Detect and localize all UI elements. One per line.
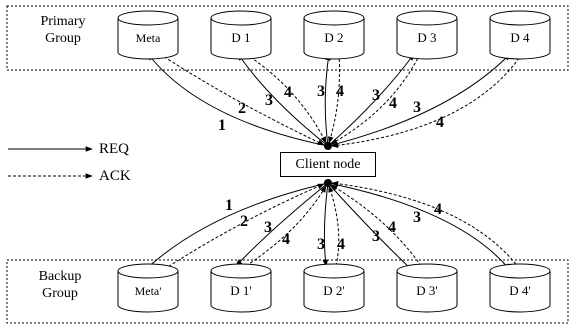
primary-group-label-line2: Group bbox=[45, 31, 81, 46]
req-arrow-primary-d3 bbox=[327, 53, 415, 147]
backup-disk-d3: D 3' bbox=[396, 263, 458, 313]
step-label-backup-d3-1: 4 bbox=[388, 219, 396, 236]
step-label-backup-d1-0: 3 bbox=[264, 219, 272, 236]
backup-group-label: Backup Group bbox=[18, 268, 102, 302]
step-label-primary-d4-1: 4 bbox=[436, 114, 444, 131]
disks-layer: Meta D 1 D 2 D 3 D 4 Meta' D 1' D 2' D 3' D 4' bbox=[117, 10, 551, 313]
step-label-primary-d4-0: 3 bbox=[413, 99, 421, 116]
primary-disk-d3: D 3 bbox=[396, 10, 458, 60]
step-label-backup-meta-1: 2 bbox=[240, 213, 248, 230]
primary-disk-d4-label: D 4 bbox=[510, 30, 530, 45]
step-label-backup-meta-0: 1 bbox=[225, 197, 233, 214]
step-label-primary-d3-0: 3 bbox=[372, 87, 380, 104]
req-arrow-backup-meta bbox=[144, 182, 329, 271]
backup-disk-d3-label: D 3' bbox=[416, 283, 437, 298]
req-arrow-primary-meta bbox=[147, 53, 329, 147]
primary-disk-d4: D 4 bbox=[489, 10, 551, 60]
backup-disk-meta-label: Meta' bbox=[135, 284, 162, 298]
backup-disk-meta: Meta' bbox=[117, 263, 179, 313]
step-label-primary-d2-0: 3 bbox=[317, 83, 325, 100]
req-arrow-backup-d3 bbox=[327, 182, 415, 273]
arrows-layer bbox=[144, 53, 523, 273]
ack-arrow-primary-d3 bbox=[330, 53, 421, 145]
backup-disk-d2-label: D 2' bbox=[323, 283, 344, 298]
req-arrow-backup-d1 bbox=[235, 182, 329, 267]
backup-disk-d1: D 1' bbox=[210, 263, 272, 313]
client-top-hub bbox=[324, 142, 332, 150]
primary-disk-d3-label: D 3 bbox=[417, 30, 436, 45]
primary-disk-meta: Meta bbox=[117, 10, 179, 60]
step-label-backup-d1-1: 4 bbox=[282, 231, 290, 248]
step-label-backup-d4-1: 4 bbox=[434, 201, 442, 218]
client-node-box: Client node bbox=[280, 152, 376, 177]
ack-arrow-primary-d4 bbox=[331, 53, 523, 149]
primary-disk-meta-label: Meta bbox=[136, 31, 161, 45]
req-arrow-primary-d2 bbox=[324, 53, 331, 147]
backup-group-label-line2: Group bbox=[42, 286, 78, 301]
ack-arrow-backup-d1 bbox=[245, 185, 327, 267]
ack-arrow-primary-meta bbox=[159, 53, 325, 146]
ack-arrow-backup-d3 bbox=[330, 184, 425, 271]
ack-arrow-primary-d1 bbox=[245, 53, 327, 144]
step-label-primary-d2-1: 4 bbox=[336, 83, 344, 100]
step-label-backup-d2-1: 4 bbox=[337, 236, 345, 253]
req-arrow-primary-d4 bbox=[327, 53, 511, 147]
step-label-primary-d1-1: 4 bbox=[284, 84, 292, 101]
req-arrow-primary-d1 bbox=[237, 53, 329, 147]
legend-ack-label: ACK bbox=[99, 168, 131, 184]
backup-disk-d1-label: D 1' bbox=[230, 283, 251, 298]
primary-group-box bbox=[6, 5, 569, 71]
step-label-backup-d4-0: 3 bbox=[413, 209, 421, 226]
step-label-primary-meta-0: 1 bbox=[218, 117, 226, 134]
ack-arrow-backup-meta bbox=[159, 183, 325, 273]
backup-disk-d4: D 4' bbox=[489, 263, 551, 313]
primary-disk-d1-label: D 1 bbox=[231, 30, 250, 45]
primary-disk-d2-label: D 2 bbox=[324, 30, 343, 45]
step-label-backup-d3-0: 3 bbox=[372, 228, 380, 245]
legend-req-label: REQ bbox=[99, 141, 129, 157]
req-arrow-backup-d4 bbox=[327, 182, 511, 271]
client-bottom-hub bbox=[324, 179, 332, 187]
backup-group-label-line1: Backup bbox=[38, 269, 82, 284]
req-arrow-backup-d2 bbox=[322, 182, 329, 267]
step-label-backup-d2-0: 3 bbox=[317, 236, 325, 253]
primary-group-label: Primary Group bbox=[20, 13, 106, 47]
primary-disk-d1: D 1 bbox=[210, 10, 272, 60]
step-label-primary-meta-1: 2 bbox=[238, 100, 246, 117]
ack-arrow-backup-d2 bbox=[328, 185, 340, 267]
backup-disk-d4-label: D 4' bbox=[509, 283, 530, 298]
primary-group-label-line1: Primary bbox=[40, 14, 86, 29]
backup-group-box bbox=[6, 259, 569, 324]
step-label-primary-d3-1: 4 bbox=[389, 95, 397, 112]
ack-arrow-primary-d2 bbox=[328, 53, 341, 144]
backup-disk-d2: D 2' bbox=[303, 263, 365, 313]
step-label-primary-d1-0: 3 bbox=[265, 92, 273, 109]
ack-arrow-backup-d4 bbox=[331, 180, 523, 273]
primary-disk-d2: D 2 bbox=[303, 10, 365, 60]
